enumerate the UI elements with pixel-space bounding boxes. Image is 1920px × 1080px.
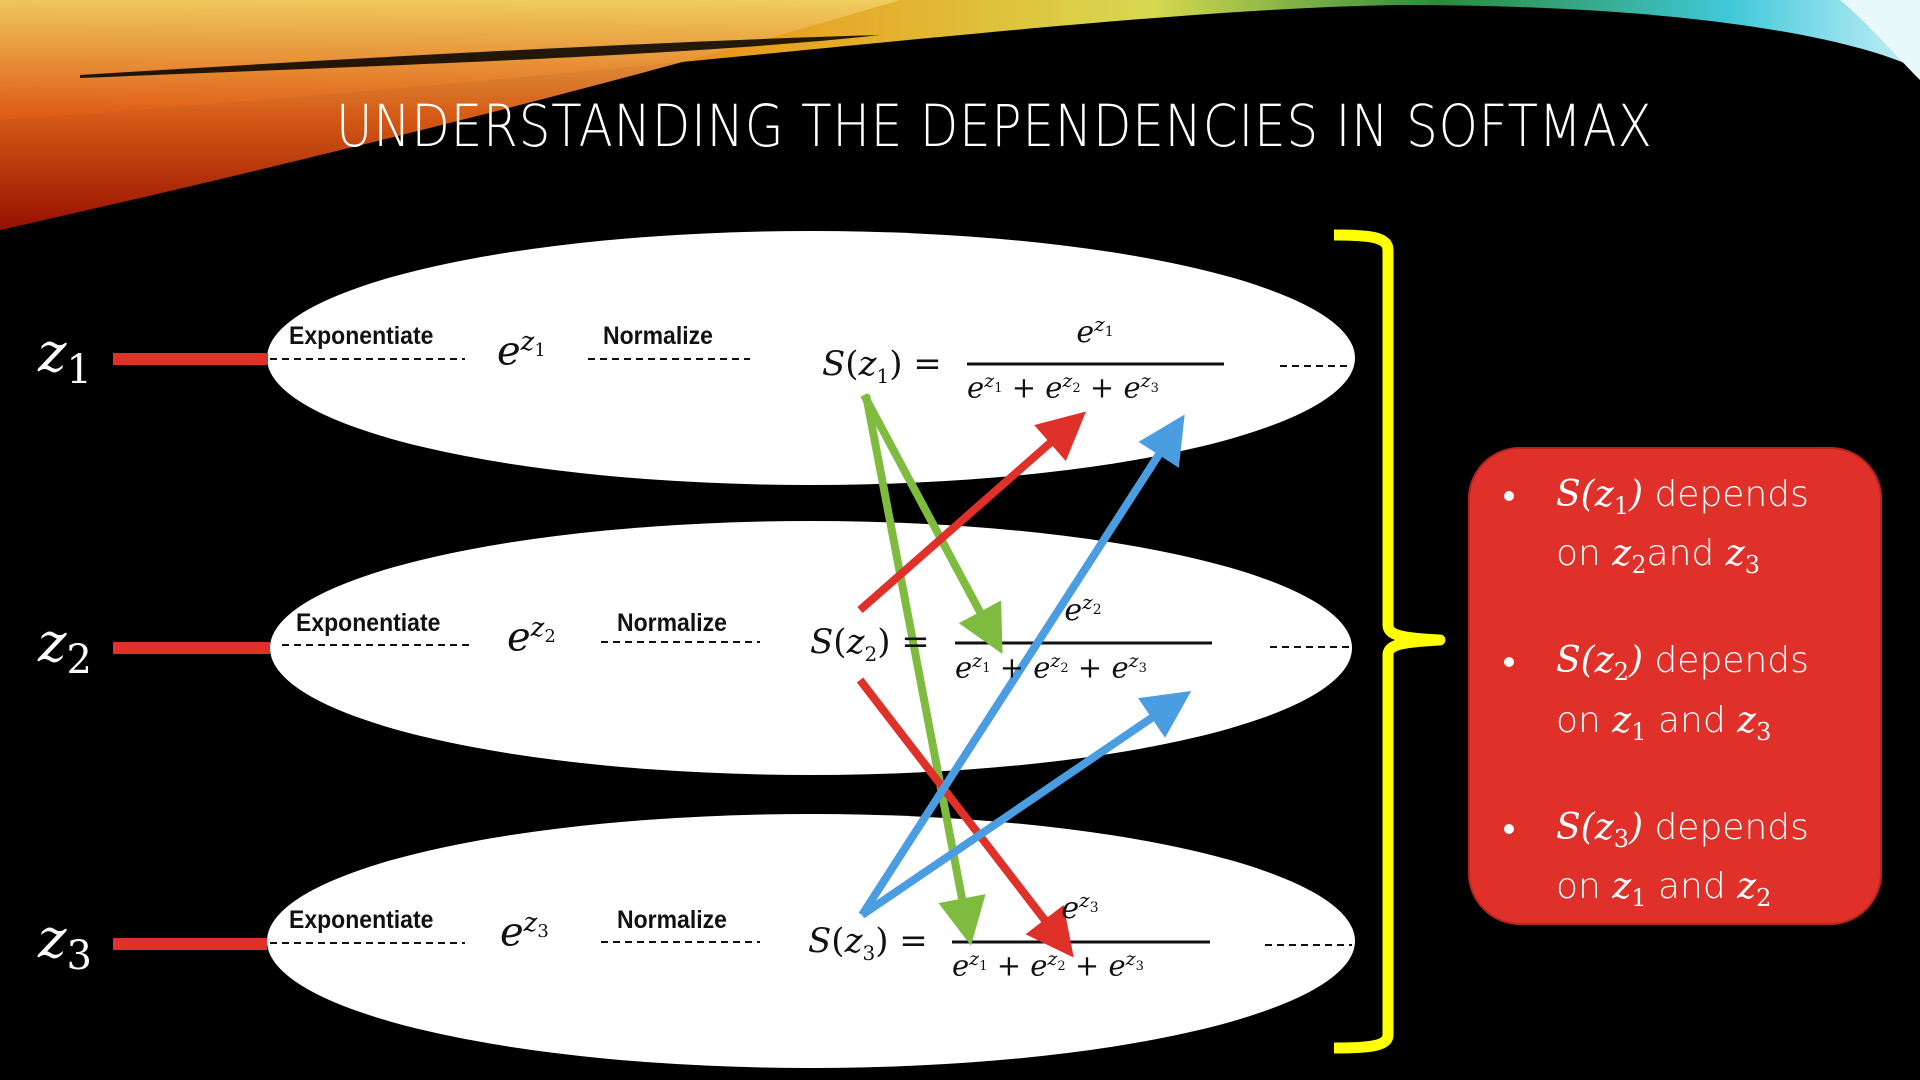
arrow-red-s2-to-row3 [856, 677, 1074, 958]
arrow-blue-s3-to-row2 [859, 690, 1192, 919]
softmax-denominator-row-2: ez1 + ez2 + ez3 [955, 650, 1147, 685]
dependency-arrows [856, 393, 1192, 958]
normalize-label-row-3: Normalize [617, 906, 727, 934]
softmax-denominator-row-3: ez1 + ez2 + ez3 [952, 948, 1144, 983]
exponentiate-label-row-2: Exponentiate [296, 609, 441, 637]
arrow-green-s1-to-row2 [860, 393, 1003, 655]
arrow-blue-s3-to-row1 [858, 414, 1185, 918]
exponentiate-label-row-1: Exponentiate [289, 322, 434, 350]
softmax-lhs-row-1: S(z1) = [822, 344, 942, 388]
exp-term-row-2: ez2 [507, 613, 556, 661]
softmax-numerator-row-3: ez3 [1061, 888, 1099, 926]
normalize-label-row-2: Normalize [617, 609, 727, 637]
row-ellipses [267, 231, 1355, 1068]
arrow-green-s1-to-row3 [862, 394, 986, 946]
input-z3: z3 [38, 907, 92, 979]
curly-brace [1333, 229, 1446, 1054]
arrow-red-s2-to-row1 [857, 411, 1087, 614]
softmax-lhs-row-3: S(z3) = [808, 921, 928, 965]
ellipse-row-3 [267, 814, 1355, 1068]
softmax-lhs-row-2: S(z2) = [810, 622, 930, 666]
normalize-label-row-1: Normalize [603, 322, 713, 350]
input-lines [113, 353, 270, 950]
exp-term-row-3: ez3 [500, 908, 549, 956]
softmax-denominator-row-1: ez1 + ez2 + ez3 [967, 370, 1159, 405]
input-z2: z2 [38, 611, 92, 683]
softmax-numerator-row-2: ez2 [1064, 590, 1102, 628]
header-swoosh-decoration [0, 0, 1920, 230]
slide-title: UNDERSTANDING THE DEPENDENCIES IN SOFTMA… [336, 92, 1653, 160]
exponentiate-label-row-3: Exponentiate [289, 906, 434, 934]
ellipse-row-2 [270, 521, 1352, 775]
exp-term-row-1: ez1 [497, 327, 546, 375]
softmax-numerator-row-1: ez1 [1076, 312, 1114, 350]
input-z1: z1 [38, 321, 92, 393]
dashed-connectors [270, 358, 1352, 946]
